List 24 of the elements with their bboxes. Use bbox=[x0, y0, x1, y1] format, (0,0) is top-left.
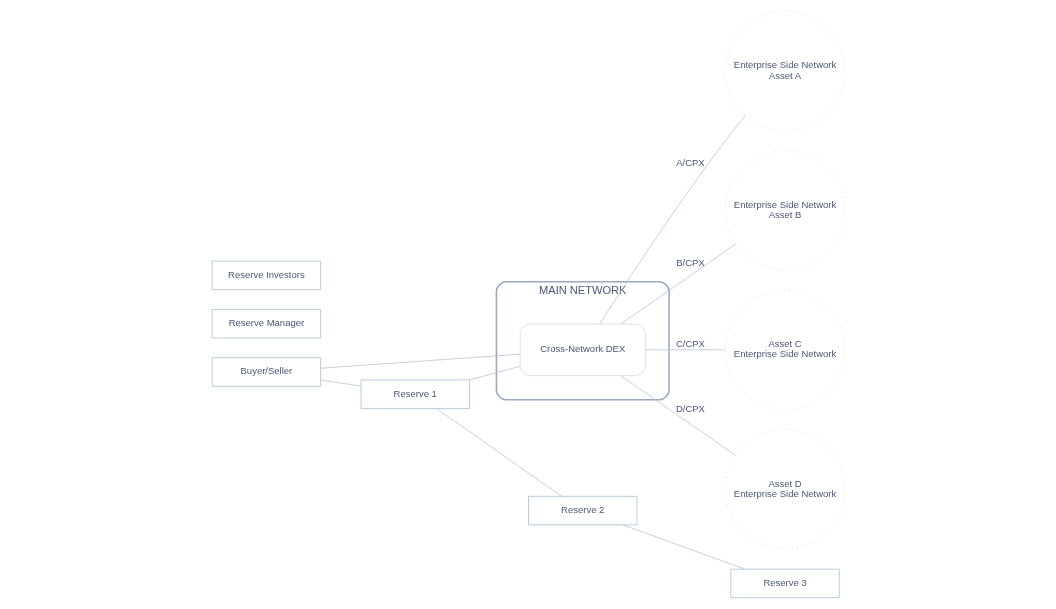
node-circle: Asset D Enterprise Side Network bbox=[724, 429, 845, 550]
connector bbox=[319, 379, 361, 387]
edge-label: A/CPX bbox=[675, 156, 705, 168]
edge-label: D/CPX bbox=[675, 403, 705, 415]
node-box: Reserve 2 bbox=[527, 495, 637, 526]
node-box: Reserve 3 bbox=[729, 568, 840, 599]
node-box: Reserve Investors bbox=[211, 260, 321, 291]
node-box: Cross-Network DEX bbox=[519, 323, 646, 376]
connector bbox=[619, 375, 736, 456]
connector bbox=[320, 353, 520, 369]
node-box: Buyer/Seller bbox=[211, 357, 321, 387]
node-circle: Enterprise Side Network Asset B bbox=[724, 150, 845, 271]
connector bbox=[644, 349, 725, 351]
connector bbox=[468, 366, 520, 381]
edge-label: B/CPX bbox=[675, 256, 705, 268]
connector bbox=[619, 244, 736, 325]
connector bbox=[435, 408, 562, 497]
node-box: Reserve Manager bbox=[211, 309, 321, 339]
edge-label: C/CPX bbox=[675, 338, 705, 350]
node-box: Reserve 1 bbox=[360, 379, 470, 409]
node-circle: Enterprise Side Network Asset A bbox=[724, 10, 845, 132]
connector bbox=[622, 524, 745, 570]
connector bbox=[599, 115, 746, 325]
node-circle: Asset C Enterprise Side Network bbox=[724, 289, 845, 410]
